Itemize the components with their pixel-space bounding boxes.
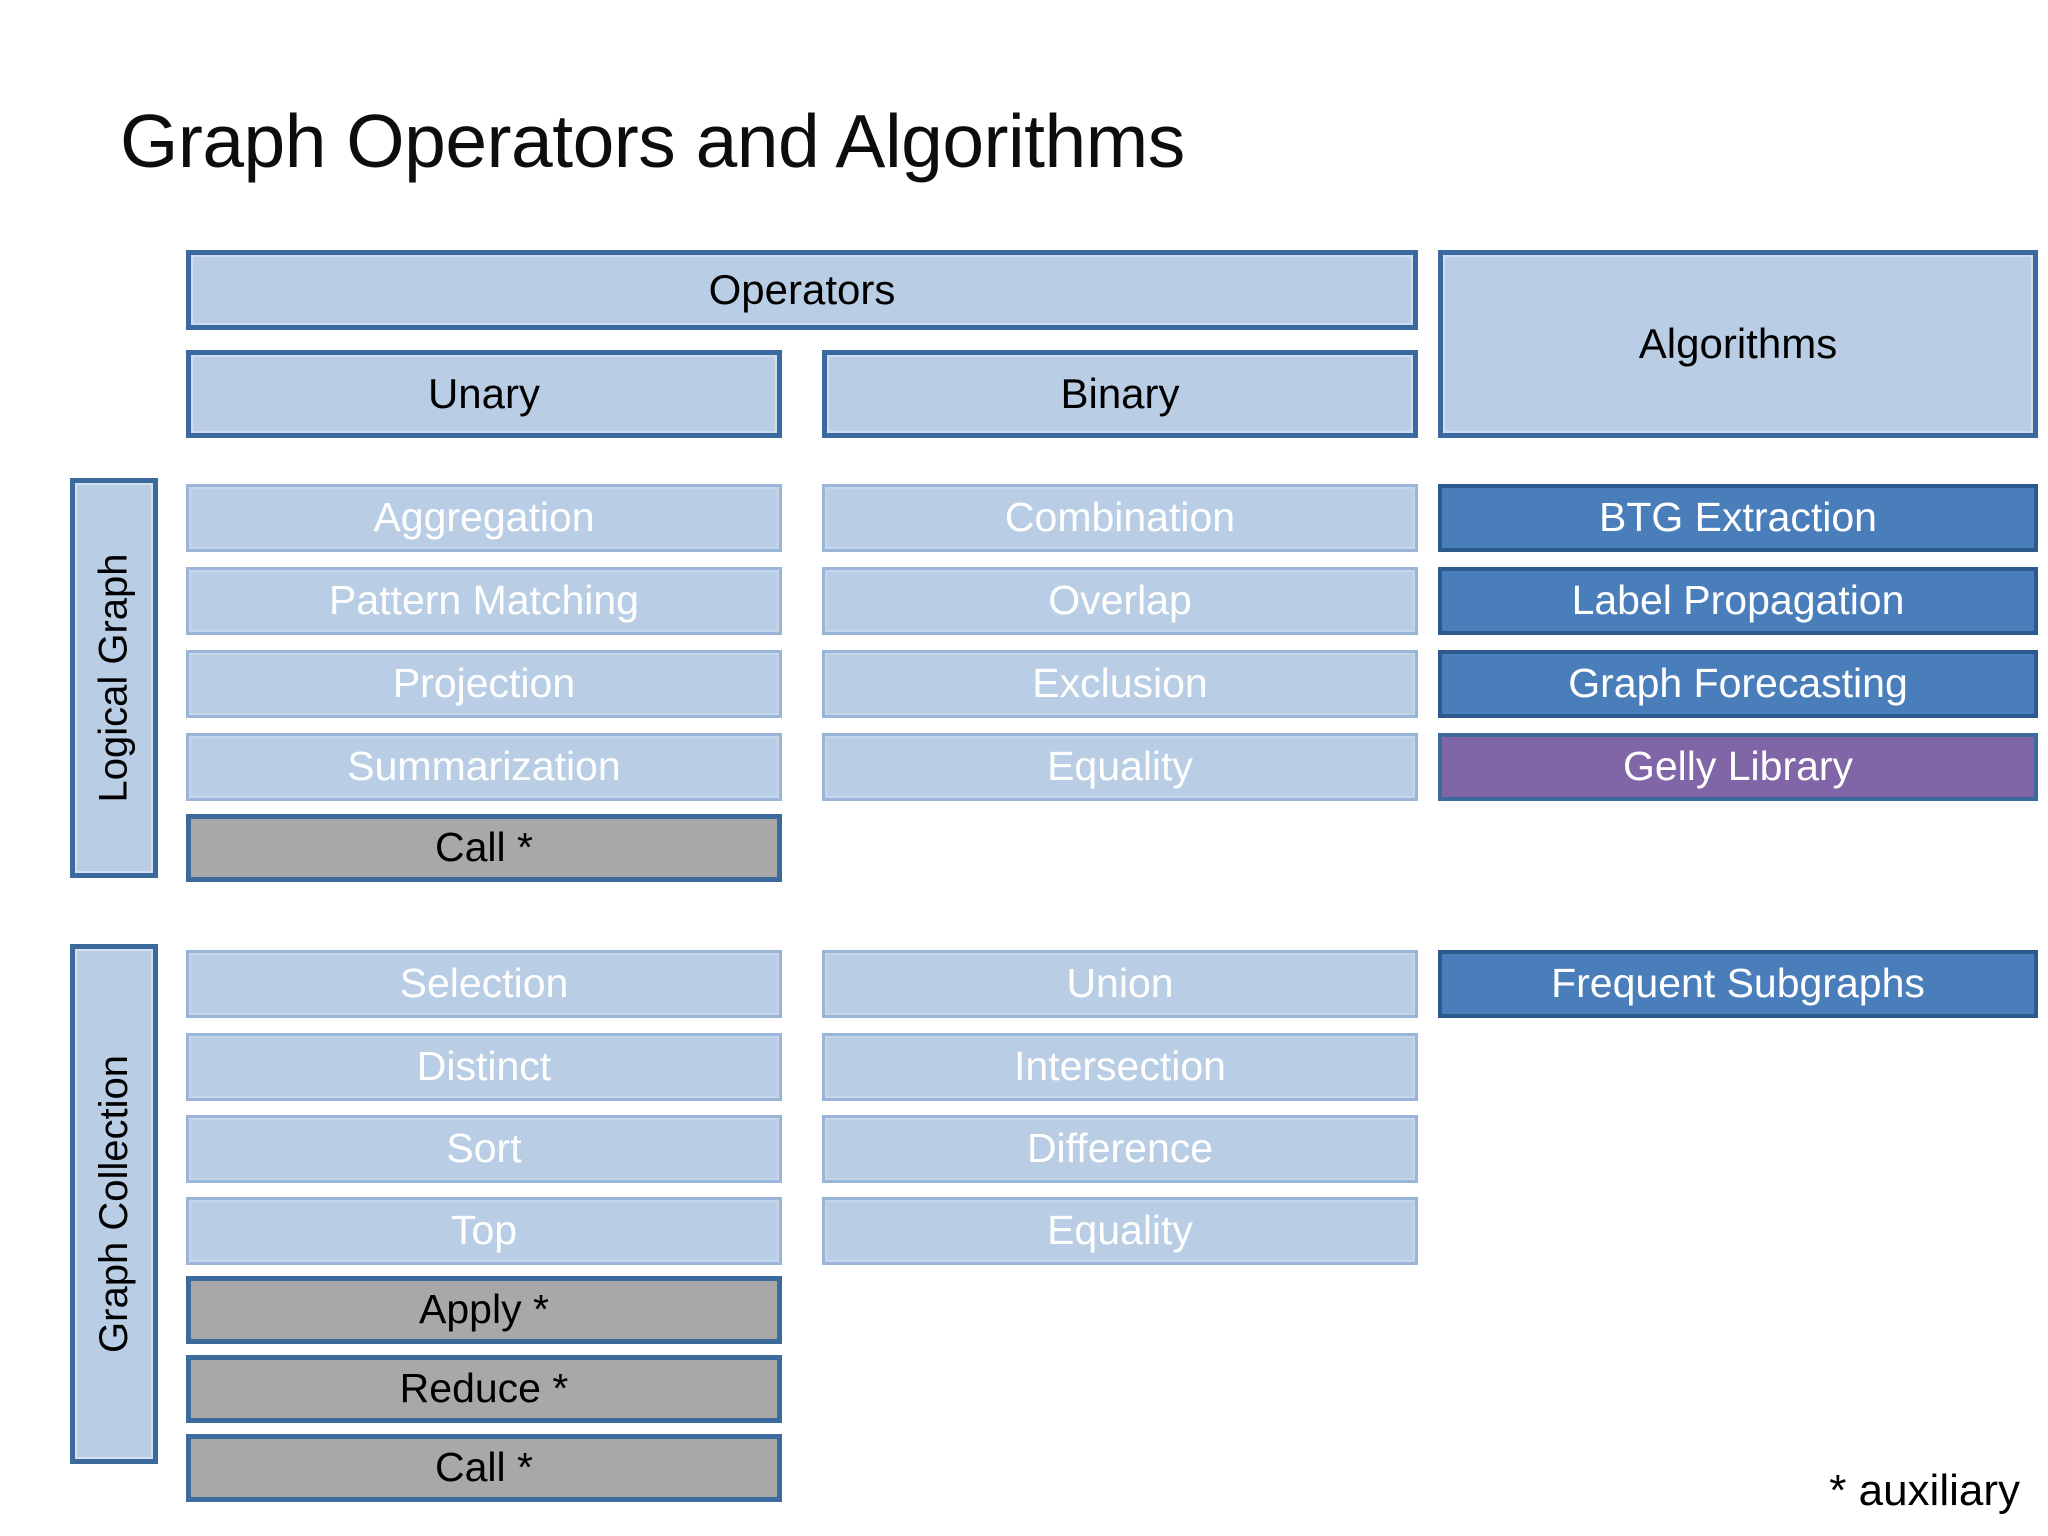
operator-union[interactable]: Union [822, 950, 1418, 1018]
operator-equality-logical-graph[interactable]: Equality [822, 733, 1418, 801]
operator-difference[interactable]: Difference [822, 1115, 1418, 1183]
operator-pattern-matching[interactable]: Pattern Matching [186, 567, 782, 635]
side-label-logical-graph: Logical Graph [70, 478, 158, 878]
algorithm-graph-forecasting[interactable]: Graph Forecasting [1438, 650, 2038, 718]
operator-call-logical-graph[interactable]: Call * [186, 814, 782, 882]
operator-aggregation[interactable]: Aggregation [186, 484, 782, 552]
operator-exclusion[interactable]: Exclusion [822, 650, 1418, 718]
operator-summarization[interactable]: Summarization [186, 733, 782, 801]
algorithm-gelly-library[interactable]: Gelly Library [1438, 733, 2038, 801]
operator-reduce[interactable]: Reduce * [186, 1355, 782, 1423]
operator-sort[interactable]: Sort [186, 1115, 782, 1183]
footnote-auxiliary: * auxiliary [1829, 1466, 2020, 1515]
operator-combination[interactable]: Combination [822, 484, 1418, 552]
operator-selection[interactable]: Selection [186, 950, 782, 1018]
operator-distinct[interactable]: Distinct [186, 1033, 782, 1101]
side-label-text: Graph Collection [92, 1055, 136, 1353]
operator-intersection[interactable]: Intersection [822, 1033, 1418, 1101]
page-title: Graph Operators and Algorithms [120, 99, 1185, 183]
operator-overlap[interactable]: Overlap [822, 567, 1418, 635]
header-binary: Binary [822, 350, 1418, 438]
operator-apply[interactable]: Apply * [186, 1276, 782, 1344]
side-label-graph-collection: Graph Collection [70, 944, 158, 1464]
header-algorithms: Algorithms [1438, 250, 2038, 438]
operator-top[interactable]: Top [186, 1197, 782, 1265]
operator-call-graph-collection[interactable]: Call * [186, 1434, 782, 1502]
operator-projection[interactable]: Projection [186, 650, 782, 718]
algorithm-frequent-subgraphs[interactable]: Frequent Subgraphs [1438, 950, 2038, 1018]
algorithm-btg-extraction[interactable]: BTG Extraction [1438, 484, 2038, 552]
header-operators: Operators [186, 250, 1418, 330]
side-label-text: Logical Graph [92, 553, 137, 803]
header-unary: Unary [186, 350, 782, 438]
algorithm-label-propagation[interactable]: Label Propagation [1438, 567, 2038, 635]
operator-equality-graph-collection[interactable]: Equality [822, 1197, 1418, 1265]
